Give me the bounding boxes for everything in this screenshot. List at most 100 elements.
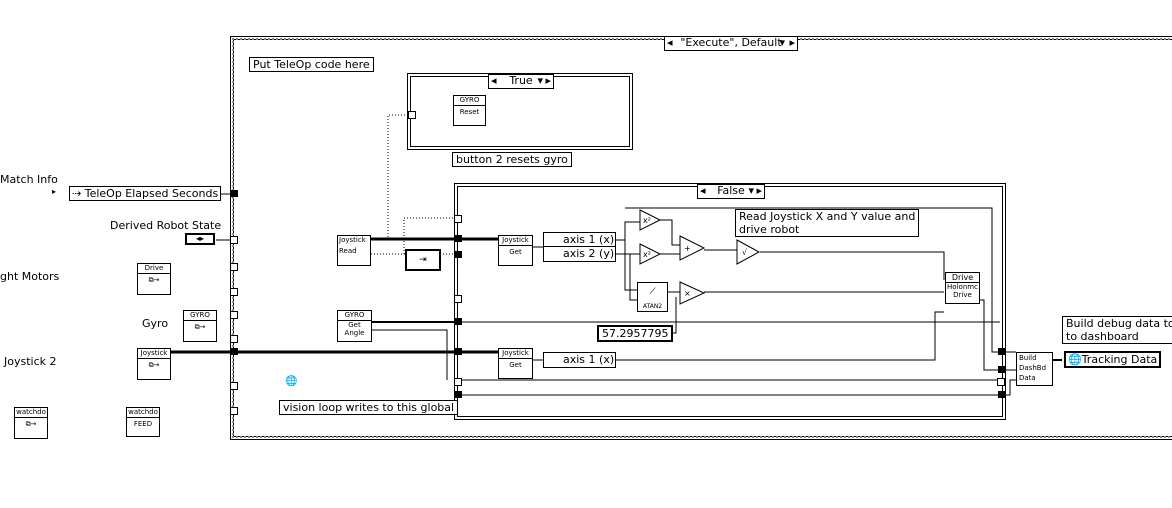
tracking-data-label: Tracking Data <box>1081 353 1158 366</box>
svg-text:x²: x² <box>643 250 651 259</box>
tunnel-out-3 <box>997 378 1005 386</box>
case-next-icon[interactable]: ▸ <box>789 36 795 49</box>
add-icon <box>679 235 706 261</box>
refnum-icon: ⧉→ <box>148 361 160 369</box>
unbundle-by-name-xy[interactable]: axis 1 (x) axis 2 (y) <box>543 232 616 262</box>
joystick-get1-header: Joystick <box>499 236 532 246</box>
watchdog-feed-body: FEED <box>133 420 153 428</box>
svg-text:√: √ <box>742 248 748 257</box>
joystick-read-header: Joystick <box>339 236 366 244</box>
teleop-comment: Put TeleOp code here <box>249 57 374 72</box>
tunnel-out-2 <box>998 366 1005 373</box>
gyro-get-header: GYRO <box>338 311 371 321</box>
case-dropdown-icon[interactable]: ▾ <box>779 36 785 49</box>
gyro-ref-header: GYRO <box>184 311 216 321</box>
atan2-vi[interactable]: ⟋ ATAN2 <box>637 282 668 312</box>
false-dropdown-icon[interactable]: ▾ <box>748 184 754 197</box>
tunnel-bottom <box>455 391 462 398</box>
read-joystick-line1: Read Joystick X and Y value and <box>739 210 916 223</box>
match-info-expand-icon[interactable]: ▸ <box>52 187 57 196</box>
gyro-reset-comment: button 2 resets gyro <box>452 152 572 167</box>
match-info-label: Match Info <box>0 173 58 186</box>
tunnel-joystick2 <box>231 348 238 355</box>
math-primitives: x² x² + × √ <box>639 209 761 305</box>
multiply-icon <box>679 281 706 305</box>
constant-57[interactable]: 57.2957795 <box>597 325 674 342</box>
vision-loop-comment: vision loop writes to this global <box>279 400 459 415</box>
joystick-get2-header: Joystick <box>499 349 532 359</box>
tunnel-1 <box>230 263 238 271</box>
joystick-get-vi-2[interactable]: Joystick Get <box>498 348 533 379</box>
build-line2: DashBd <box>1019 364 1047 372</box>
svg-text:×: × <box>684 289 691 298</box>
tunnel-derived-state <box>230 236 238 244</box>
right-motors-label: ght Motors <box>0 270 60 283</box>
tunnel-teleop <box>231 190 238 197</box>
true-prev-icon[interactable]: ◂ <box>491 74 497 87</box>
case-prev-icon[interactable]: ◂ <box>667 36 673 49</box>
debug-line1: Build debug data to s <box>1066 317 1172 330</box>
square-icon-2 <box>639 243 662 265</box>
true-case-selector[interactable]: ◂ True ▾ ▸ <box>488 74 554 89</box>
true-next-icon[interactable]: ▸ <box>545 74 551 87</box>
false-prev-icon[interactable]: ◂ <box>700 184 706 197</box>
joystick-read-body: Read <box>339 247 357 255</box>
teleop-elapsed-indicator[interactable]: ⇢ TeleOp Elapsed Seconds <box>69 186 222 201</box>
svg-text:x²: x² <box>643 216 651 225</box>
tunnel-5 <box>230 382 238 390</box>
atan2-graph-icon: ⟋ <box>649 287 656 297</box>
joystick-ref-icon[interactable]: Joystick ⧉→ <box>137 348 171 380</box>
gyro-reset-vi[interactable]: GYRO Reset <box>453 95 486 126</box>
watchdog-ref-header: watchdo <box>15 408 47 418</box>
case-selector[interactable]: ◂ "Execute", Default ▾ ▸ <box>664 36 798 51</box>
tunnel-out-4 <box>998 391 1005 398</box>
refnum-icon: ⧉→ <box>25 420 37 428</box>
axis-y-element[interactable]: axis 2 (y) <box>563 247 615 260</box>
true-dropdown-icon[interactable]: ▾ <box>537 74 543 87</box>
watchdog-feed-vi[interactable]: watchdo FEED <box>126 407 160 437</box>
unbundle-by-name-x[interactable]: axis 1 (x) <box>543 352 616 368</box>
gyro-get-angle-vi[interactable]: GYRO Get Angle <box>337 310 372 342</box>
tunnel-joy-read2 <box>455 251 462 258</box>
joystick-read-vi[interactable]: Joystick Read <box>337 235 371 266</box>
teleop-elapsed-label: TeleOp Elapsed Seconds <box>84 187 219 200</box>
true-case-selector-terminal <box>408 111 416 119</box>
gyro-reset-header: GYRO <box>454 96 485 106</box>
holonomic-drive-vi[interactable]: Drive Holonmc Drive <box>945 272 980 304</box>
drive-body1: Holonmc <box>947 283 978 291</box>
joystick-get-vi-1[interactable]: Joystick Get <box>498 235 533 266</box>
false-next-icon[interactable]: ▸ <box>756 184 762 197</box>
axis-x2-element[interactable]: axis 1 (x) <box>563 353 615 366</box>
tunnel-joy-read <box>455 235 462 242</box>
joystick-ref-header: Joystick <box>138 349 170 359</box>
read-joystick-comment: Read Joystick X and Y value and drive ro… <box>735 209 920 237</box>
tunnel-empty-2 <box>454 378 462 386</box>
false-case-label: False <box>717 184 745 197</box>
gyro-label: Gyro <box>142 317 169 330</box>
build-dashboard-vi[interactable]: Build DashBd Data <box>1016 352 1053 386</box>
globe-icon: 🌐 <box>1068 353 1082 366</box>
read-joystick-line2: drive robot <box>739 223 800 236</box>
square-icon <box>639 209 662 231</box>
derived-state-label: Derived Robot State <box>110 219 222 232</box>
tunnel-6 <box>230 407 238 415</box>
derived-state-enum-icon[interactable]: ◂▸ <box>185 233 215 245</box>
arrow-icon: ⇢ <box>72 187 85 200</box>
tunnel-4 <box>230 335 238 343</box>
false-case-selector[interactable]: ◂ False ▾ ▸ <box>697 184 765 199</box>
debug-line2: to dashboard <box>1066 330 1139 343</box>
axis-x-element[interactable]: axis 1 (x) <box>544 233 615 247</box>
joystick2-label: Joystick 2 <box>4 355 57 368</box>
drive-ref-icon[interactable]: Drive ⧉→ <box>137 263 171 295</box>
drive-body2: Drive <box>953 291 972 299</box>
gyro-ref-icon[interactable]: GYRO ⧉→ <box>183 310 217 342</box>
tracking-data-global[interactable]: 🌐Tracking Data <box>1064 351 1162 368</box>
watchdog-ref-icon[interactable]: watchdo ⧉→ <box>14 407 48 439</box>
joystick-get1-body: Get <box>509 248 522 256</box>
debug-comment: Build debug data to s to dashboard <box>1062 316 1172 344</box>
refnum-icon: ⧉→ <box>194 323 206 331</box>
tunnel-empty-1 <box>454 295 462 303</box>
unbundle-cluster-icon[interactable]: ⇥ <box>405 249 441 271</box>
sqrt-icon <box>736 239 761 265</box>
